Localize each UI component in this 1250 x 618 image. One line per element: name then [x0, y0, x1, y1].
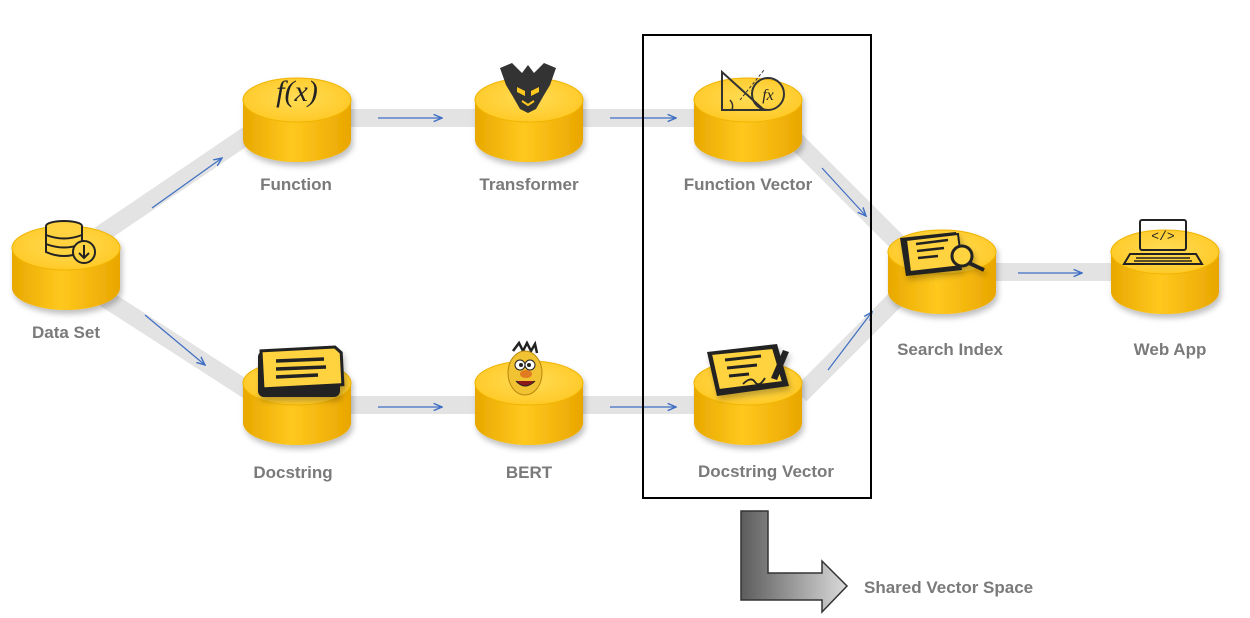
- connector-dataset-docstring: [95, 287, 260, 403]
- connectors: [94, 109, 1120, 414]
- decepticon-icon: [500, 63, 556, 113]
- search-documents-icon: [900, 232, 985, 276]
- geometry-fx-icon: fx: [721, 69, 785, 111]
- cylinder-function: [242, 77, 352, 162]
- node-label-transformer: Transformer: [479, 175, 579, 194]
- node-label-bert: BERT: [505, 463, 553, 482]
- bert-muppet-icon: [507, 340, 543, 396]
- arrow-dataset-function: [151, 158, 222, 209]
- shared-vector-space-label: Shared Vector Space: [864, 578, 1034, 597]
- node-label-funcvec: Function Vector: [683, 175, 813, 194]
- shared-vector-space-box: [642, 34, 872, 499]
- document-icon: [258, 345, 345, 397]
- bent-arrow-icon: [740, 510, 849, 614]
- signed-document-icon: [707, 344, 789, 396]
- arrow-dataset-docstring: [144, 314, 205, 365]
- connector-dataset-function: [94, 122, 261, 243]
- connector-funcvec-search: [788, 133, 912, 257]
- arrow-docvec-search: [827, 312, 872, 371]
- database-download-icon: [45, 220, 96, 264]
- cylinder-top: [693, 77, 803, 123]
- code-glyph: </>: [1151, 229, 1175, 244]
- connector-docvec-search: [793, 283, 912, 402]
- arrow-funcvec-search: [821, 167, 866, 216]
- cylinder-transformer: [474, 77, 584, 162]
- cylinder-top: [242, 77, 352, 123]
- node-label-search: Search Index: [897, 340, 1003, 359]
- fx-glyph: fx: [762, 87, 774, 104]
- node-label-dataset: Data Set: [31, 323, 101, 342]
- node-label-docvec: Docstring Vector: [697, 462, 835, 481]
- laptop-code-icon: </>: [1122, 219, 1204, 265]
- node-label-docstring: Docstring: [253, 463, 333, 482]
- node-label-webapp: Web App: [1133, 340, 1207, 359]
- function-fx-icon: f(x): [276, 75, 318, 108]
- node-label-function: Function: [260, 175, 332, 194]
